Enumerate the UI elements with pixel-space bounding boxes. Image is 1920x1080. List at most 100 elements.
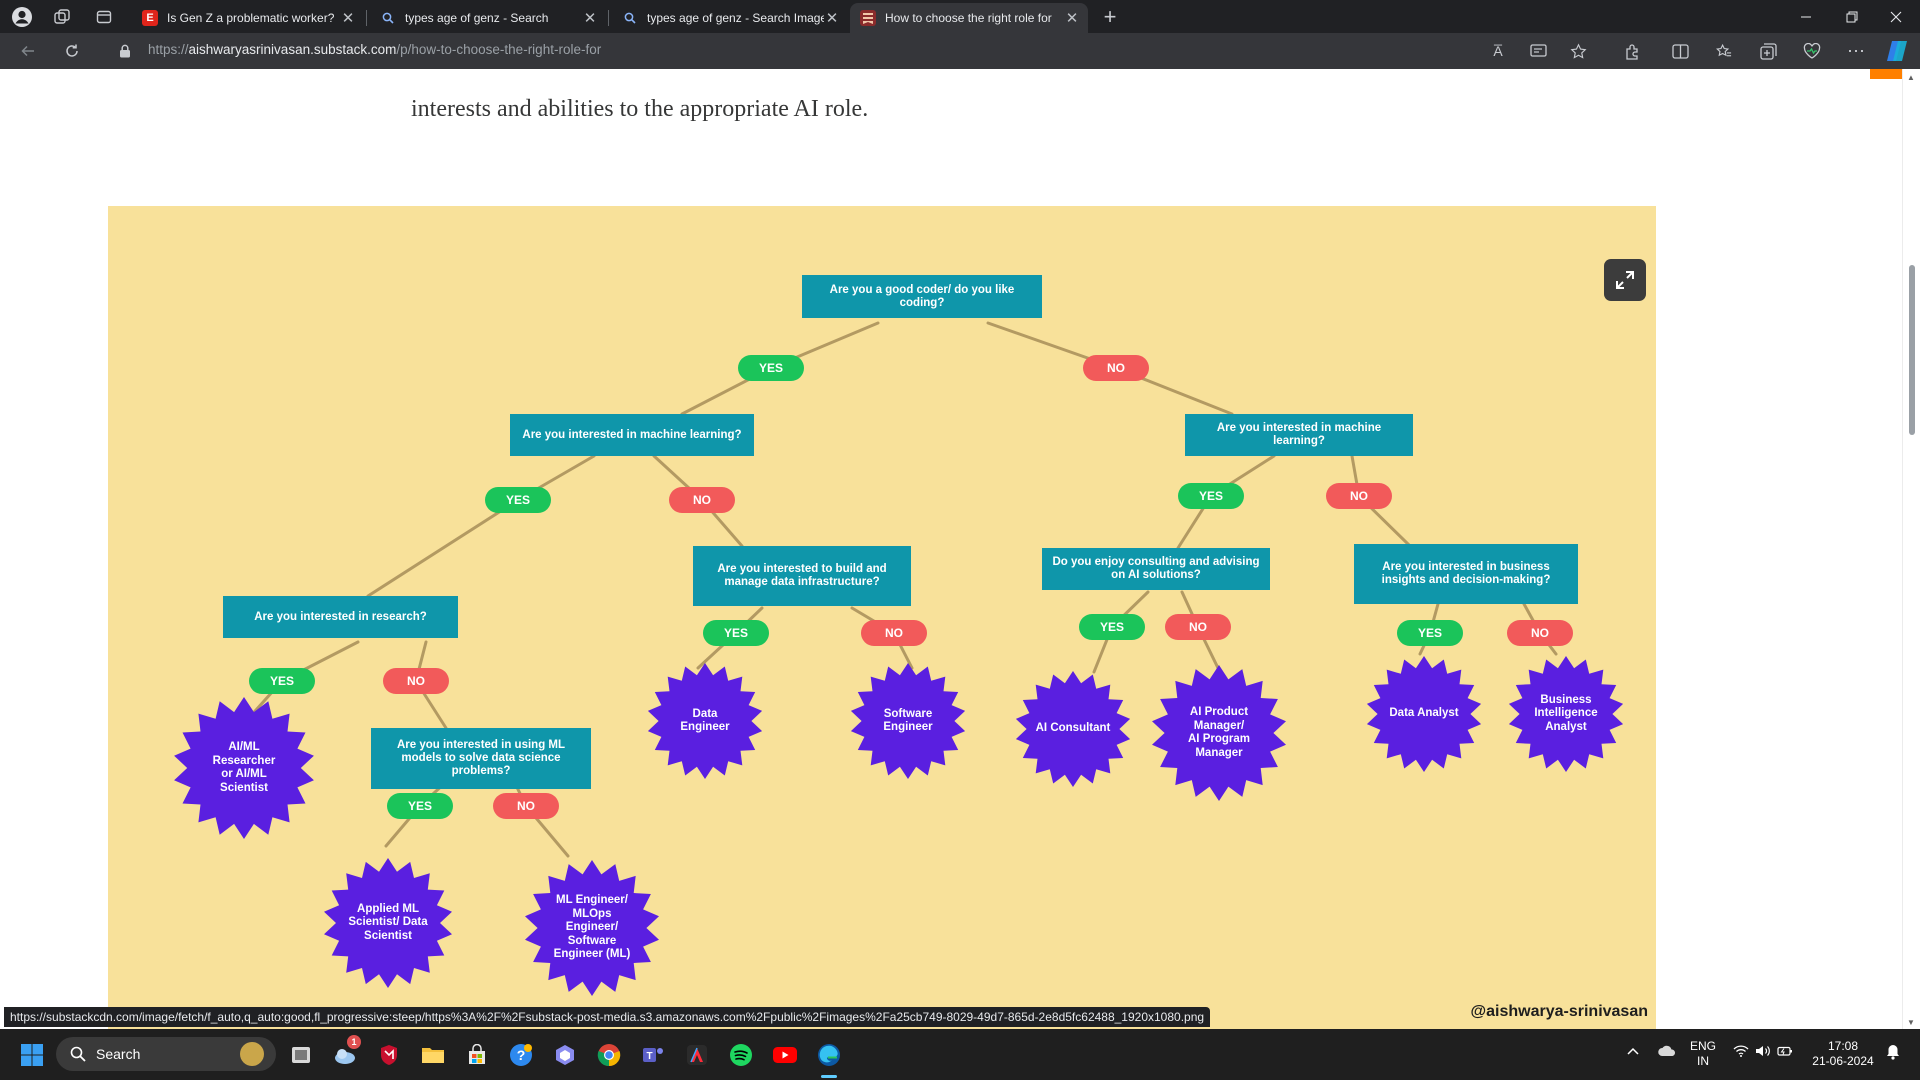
- clock-time: 17:08: [1827, 1039, 1859, 1053]
- close-icon[interactable]: ✕: [341, 10, 355, 27]
- subscribe-button-edge[interactable]: [1870, 69, 1902, 79]
- page-scrollbar[interactable]: ▲ ▼: [1902, 69, 1920, 1029]
- clock-date: 21-06-2024: [1812, 1054, 1874, 1068]
- tab-gen-z-article[interactable]: E Is Gen Z a problematic worker? ✕: [132, 3, 364, 33]
- yes-label: YES: [485, 487, 551, 513]
- link-status-bar: https://substackcdn.com/image/fetch/f_au…: [4, 1007, 1211, 1027]
- immersive-reader-icon[interactable]: [1524, 33, 1552, 69]
- expand-image-button[interactable]: [1604, 259, 1646, 301]
- scroll-down-arrow-icon[interactable]: ▼: [1907, 1018, 1915, 1027]
- split-screen-icon[interactable]: [1666, 33, 1694, 69]
- favorite-star-icon[interactable]: [1564, 33, 1592, 69]
- close-window-icon[interactable]: [1880, 0, 1912, 33]
- role-applied-ml-scientist: Applied ML Scientist/ Data Scientist: [322, 857, 454, 989]
- yes-label: YES: [1079, 614, 1145, 640]
- extensions-icon[interactable]: [1618, 33, 1646, 69]
- language-indicator[interactable]: ENG IN: [1688, 1039, 1718, 1069]
- article-page: interests and abilities to the appropria…: [4, 69, 1902, 1029]
- yes-label: YES: [738, 355, 804, 381]
- starburst-shape: [850, 663, 966, 779]
- no-label: NO: [1326, 483, 1392, 509]
- e-logo-icon: E: [142, 10, 158, 26]
- tab-actions-icon[interactable]: [90, 0, 118, 33]
- starburst-shape: [525, 860, 659, 996]
- tab-search[interactable]: types age of genz - Search ✕: [370, 3, 606, 33]
- url-domain: aishwaryasrinivasan.substack.com: [188, 42, 397, 57]
- no-label: NO: [1165, 614, 1231, 640]
- no-label: NO: [1507, 620, 1573, 646]
- profile-icon[interactable]: [8, 0, 36, 33]
- refresh-icon[interactable]: [58, 33, 86, 69]
- new-tab-button[interactable]: +: [1103, 3, 1117, 29]
- clock[interactable]: 17:08 21-06-2024: [1808, 1039, 1878, 1069]
- lock-icon[interactable]: [114, 33, 136, 69]
- no-label: NO: [861, 620, 927, 646]
- starburst-shape: [174, 697, 314, 839]
- role-label: Business Intelligence Analyst: [1534, 693, 1598, 733]
- tab-title: Is Gen Z a problematic worker?: [167, 11, 335, 25]
- close-icon[interactable]: ✕: [1065, 10, 1079, 27]
- onedrive-icon[interactable]: [1656, 1045, 1678, 1061]
- tab-title: types age of genz - Search: [405, 11, 549, 25]
- tab-search-images[interactable]: types age of genz - Search Images ✕: [612, 3, 848, 33]
- url-scheme: https://: [148, 42, 189, 57]
- role-label: AI Consultant: [1035, 722, 1111, 735]
- role-label: AI/ML Researcher or AI/ML Scientist: [212, 741, 276, 794]
- chrome-icon[interactable]: [595, 1041, 623, 1069]
- close-icon[interactable]: ✕: [825, 10, 839, 27]
- teams-icon[interactable]: T: [639, 1041, 667, 1069]
- battery-icon[interactable]: [1776, 1045, 1794, 1061]
- adobe-acrobat-icon[interactable]: [683, 1041, 711, 1069]
- read-aloud-icon[interactable]: A̅: [1493, 43, 1503, 59]
- back-icon[interactable]: [14, 33, 42, 69]
- no-label: NO: [669, 487, 735, 513]
- close-icon[interactable]: ✕: [583, 10, 597, 27]
- question-research: Are you interested in research?: [223, 596, 458, 638]
- favorites-icon[interactable]: [1710, 33, 1738, 69]
- active-app-indicator: [821, 1075, 837, 1078]
- workspaces-icon[interactable]: [48, 0, 76, 33]
- notifications-icon[interactable]: [1884, 1044, 1902, 1064]
- help-icon[interactable]: ?: [507, 1041, 535, 1069]
- edge-icon[interactable]: [815, 1041, 843, 1078]
- search-label: Search: [96, 1046, 141, 1062]
- tab-current-article[interactable]: How to choose the right role for ✕: [850, 3, 1088, 33]
- search-highlight-icon: [240, 1042, 264, 1066]
- browser-tab-strip: E Is Gen Z a problematic worker? ✕ types…: [0, 0, 1920, 33]
- browser-essentials-icon[interactable]: [1798, 33, 1826, 69]
- role-label: Data Engineer: [680, 707, 730, 734]
- tab-title: How to choose the right role for: [885, 11, 1052, 25]
- youtube-icon[interactable]: [771, 1041, 799, 1069]
- restore-icon[interactable]: [1836, 0, 1868, 33]
- copilot-icon[interactable]: [1882, 33, 1912, 69]
- role-software-engineer: Software Engineer: [849, 662, 967, 780]
- no-label: NO: [493, 793, 559, 819]
- app-icon[interactable]: [551, 1041, 579, 1069]
- scroll-up-arrow-icon[interactable]: ▲: [1907, 73, 1915, 82]
- show-hidden-icons[interactable]: [1625, 1044, 1641, 1059]
- spotify-icon[interactable]: [727, 1041, 755, 1069]
- search-icon: [70, 1046, 86, 1062]
- taskbar-search-box[interactable]: Search: [56, 1037, 276, 1071]
- yes-label: YES: [1397, 620, 1463, 646]
- collections-icon[interactable]: [1754, 33, 1782, 69]
- connector: [366, 498, 520, 598]
- article-intro-text: interests and abilities to the appropria…: [411, 96, 869, 122]
- file-explorer-icon[interactable]: [419, 1041, 447, 1069]
- role-ml-engineer: ML Engineer/ MLOps Engineer/ Software En…: [523, 859, 661, 997]
- weather-widget-icon[interactable]: 1: [331, 1035, 361, 1069]
- minimize-icon[interactable]: [1790, 0, 1822, 33]
- tab-divider: [366, 10, 367, 26]
- wifi-icon[interactable]: [1732, 1045, 1750, 1061]
- windows-start-icon[interactable]: [18, 1041, 46, 1069]
- volume-icon[interactable]: [1754, 1045, 1772, 1061]
- role-data-analyst: Data Analyst: [1365, 655, 1483, 773]
- scrollbar-thumb[interactable]: [1909, 265, 1915, 435]
- flowchart-image[interactable]: Are you a good coder/ do you like coding…: [108, 206, 1656, 1029]
- address-bar[interactable]: https://aishwaryasrinivasan.substack.com…: [148, 42, 601, 57]
- microsoft-store-icon[interactable]: [463, 1041, 491, 1069]
- more-menu-icon[interactable]: ⋯: [1847, 40, 1865, 61]
- yes-label: YES: [703, 620, 769, 646]
- task-view-icon[interactable]: [287, 1041, 315, 1069]
- mcafee-icon[interactable]: [375, 1041, 403, 1069]
